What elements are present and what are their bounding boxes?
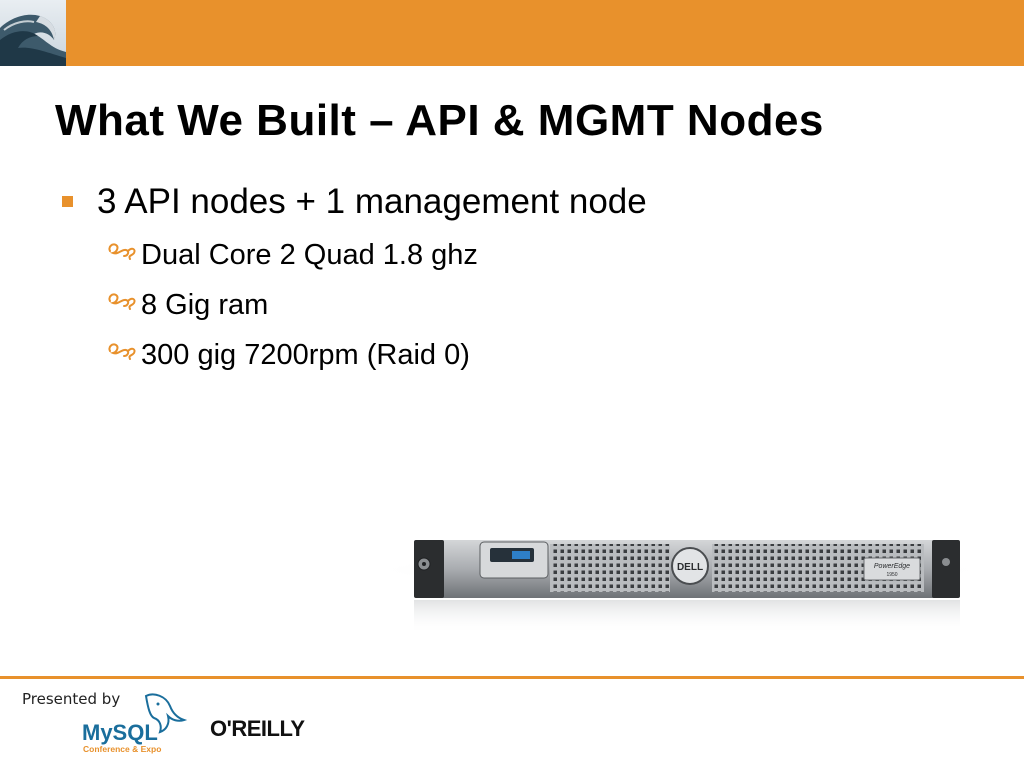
server-brand-label: DELL [677, 562, 703, 573]
orange-square-bullet-icon [62, 196, 73, 207]
ocean-wave-icon [0, 0, 66, 66]
sub-bullet-item: 300 gig 7200rpm (Raid 0) [60, 330, 647, 380]
server-model-label: PowerEdge [874, 563, 910, 570]
header-bar [0, 0, 1024, 66]
oreilly-logo-text: O'REILLY [210, 716, 305, 741]
slide-title: What We Built – API & MGMT Nodes [55, 96, 824, 145]
presented-by-label: Presented by [22, 690, 121, 708]
sub-bullet-text: 300 gig 7200rpm (Raid 0) [141, 339, 470, 371]
orange-script-bullet-icon [108, 293, 136, 310]
sub-bullet-item: Dual Core 2 Quad 1.8 ghz [60, 230, 647, 280]
oreilly-logo: O'REILLY [210, 716, 306, 741]
server-model-number: 1950 [886, 572, 897, 578]
orange-script-bullet-icon [108, 343, 136, 360]
bullet-text: 3 API nodes + 1 management node [97, 182, 647, 221]
mysql-conference-logo: MySQL Conference & Expo [82, 693, 188, 754]
sub-bullet-item: 8 Gig ram [60, 280, 647, 330]
mysql-logo-subtext: Conference & Expo [83, 744, 161, 754]
orange-script-bullet-icon [108, 243, 136, 260]
server-image: DELL PowerEdge 1950 [370, 540, 990, 634]
bullet-list: 3 API nodes + 1 management node Dual Cor… [60, 178, 647, 380]
footer-divider [0, 676, 1024, 679]
sub-bullet-text: Dual Core 2 Quad 1.8 ghz [141, 239, 478, 271]
mysql-logo-text: MySQL [82, 720, 158, 745]
bullet-item: 3 API nodes + 1 management node [60, 178, 647, 230]
sub-bullet-text: 8 Gig ram [141, 289, 269, 321]
